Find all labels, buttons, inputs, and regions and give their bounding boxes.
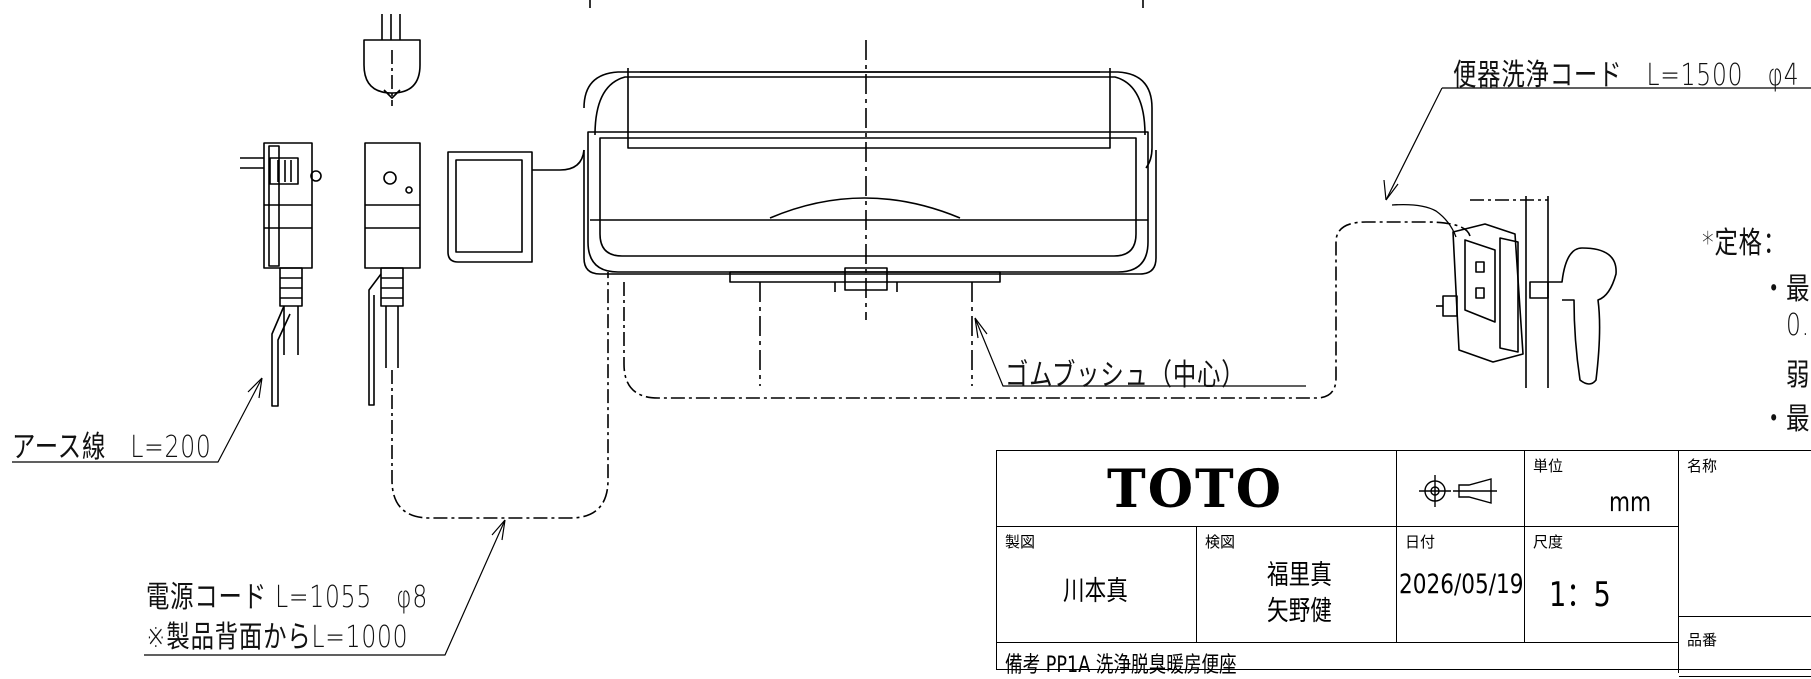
power-plug-side-view	[240, 142, 322, 407]
rating-line-2: 0.	[1786, 308, 1810, 343]
wash-cord-route	[623, 221, 1471, 399]
name-caption: 名称	[1687, 457, 1718, 475]
power-plug-front-view	[364, 142, 421, 406]
unit-value: mm	[1609, 487, 1652, 518]
flush-lever-assembly	[1391, 196, 1617, 388]
top-reference-ticks	[589, 0, 1144, 8]
drawn-by: 川本真	[1063, 576, 1128, 607]
power-cord-route	[391, 272, 609, 519]
remarks-cell: 備考 PP1A 洗浄脱臭暖房便座	[997, 643, 1679, 678]
wash-cord-label: 便器洗浄コード L=1500 φ4	[1453, 58, 1800, 93]
scale-value: 1：5	[1549, 575, 1611, 615]
name-cell: 名称	[1679, 451, 1811, 617]
toto-logo: TOTO	[1107, 459, 1283, 520]
scale-caption: 尺度	[1533, 533, 1564, 551]
checked-by-2: 矢野健	[1267, 596, 1332, 627]
checked-by-cell: 検図 福里真 矢野健	[1197, 527, 1397, 643]
scale-cell: 尺度 1：5	[1525, 527, 1679, 643]
toilet-seat-unit	[447, 40, 1157, 386]
rating-line-4: ・最	[1762, 402, 1811, 437]
unit-caption: 単位	[1533, 457, 1564, 475]
rating-heading: *定格：	[1702, 226, 1788, 261]
remarks: 備考 PP1A 洗浄脱臭暖房便座	[1005, 653, 1237, 678]
logo-cell: TOTO	[997, 451, 1397, 527]
drawing-no-caption: 品番	[1687, 631, 1718, 649]
drawn-by-cell: 製図 川本真	[997, 527, 1197, 643]
title-block: TOTO 単位 mm 名称 製図 川本真 検図 福里真 矢野健 日付 2026/…	[996, 450, 1811, 678]
rating-line-1: ・最	[1762, 272, 1811, 307]
earth-wire-label: アース線 L=200	[12, 430, 212, 465]
checked-by-1: 福里真	[1267, 560, 1332, 591]
leader-lines	[12, 87, 1811, 656]
power-plug-top-view	[363, 14, 421, 106]
date-caption: 日付	[1405, 533, 1436, 551]
power-cord-note: ※製品背面からL=1000	[146, 620, 409, 655]
drawing-no-cell: 品番	[1679, 617, 1811, 677]
technical-drawing	[12, 0, 1811, 656]
third-angle-projection-icon	[1419, 475, 1497, 507]
date-cell: 日付 2026/05/19	[1397, 527, 1525, 643]
date-value: 2026/05/19	[1399, 569, 1524, 600]
checked-caption: 検図	[1205, 533, 1236, 551]
drawn-caption: 製図	[1005, 533, 1036, 551]
projection-symbol-cell	[1397, 451, 1525, 527]
rubber-bush-label: ゴムブッシュ（中心）	[1005, 358, 1246, 393]
unit-cell: 単位 mm	[1525, 451, 1679, 527]
power-cord-label: 電源コード L=1055 φ8	[146, 580, 429, 615]
rating-line-3: 弱	[1786, 358, 1811, 393]
